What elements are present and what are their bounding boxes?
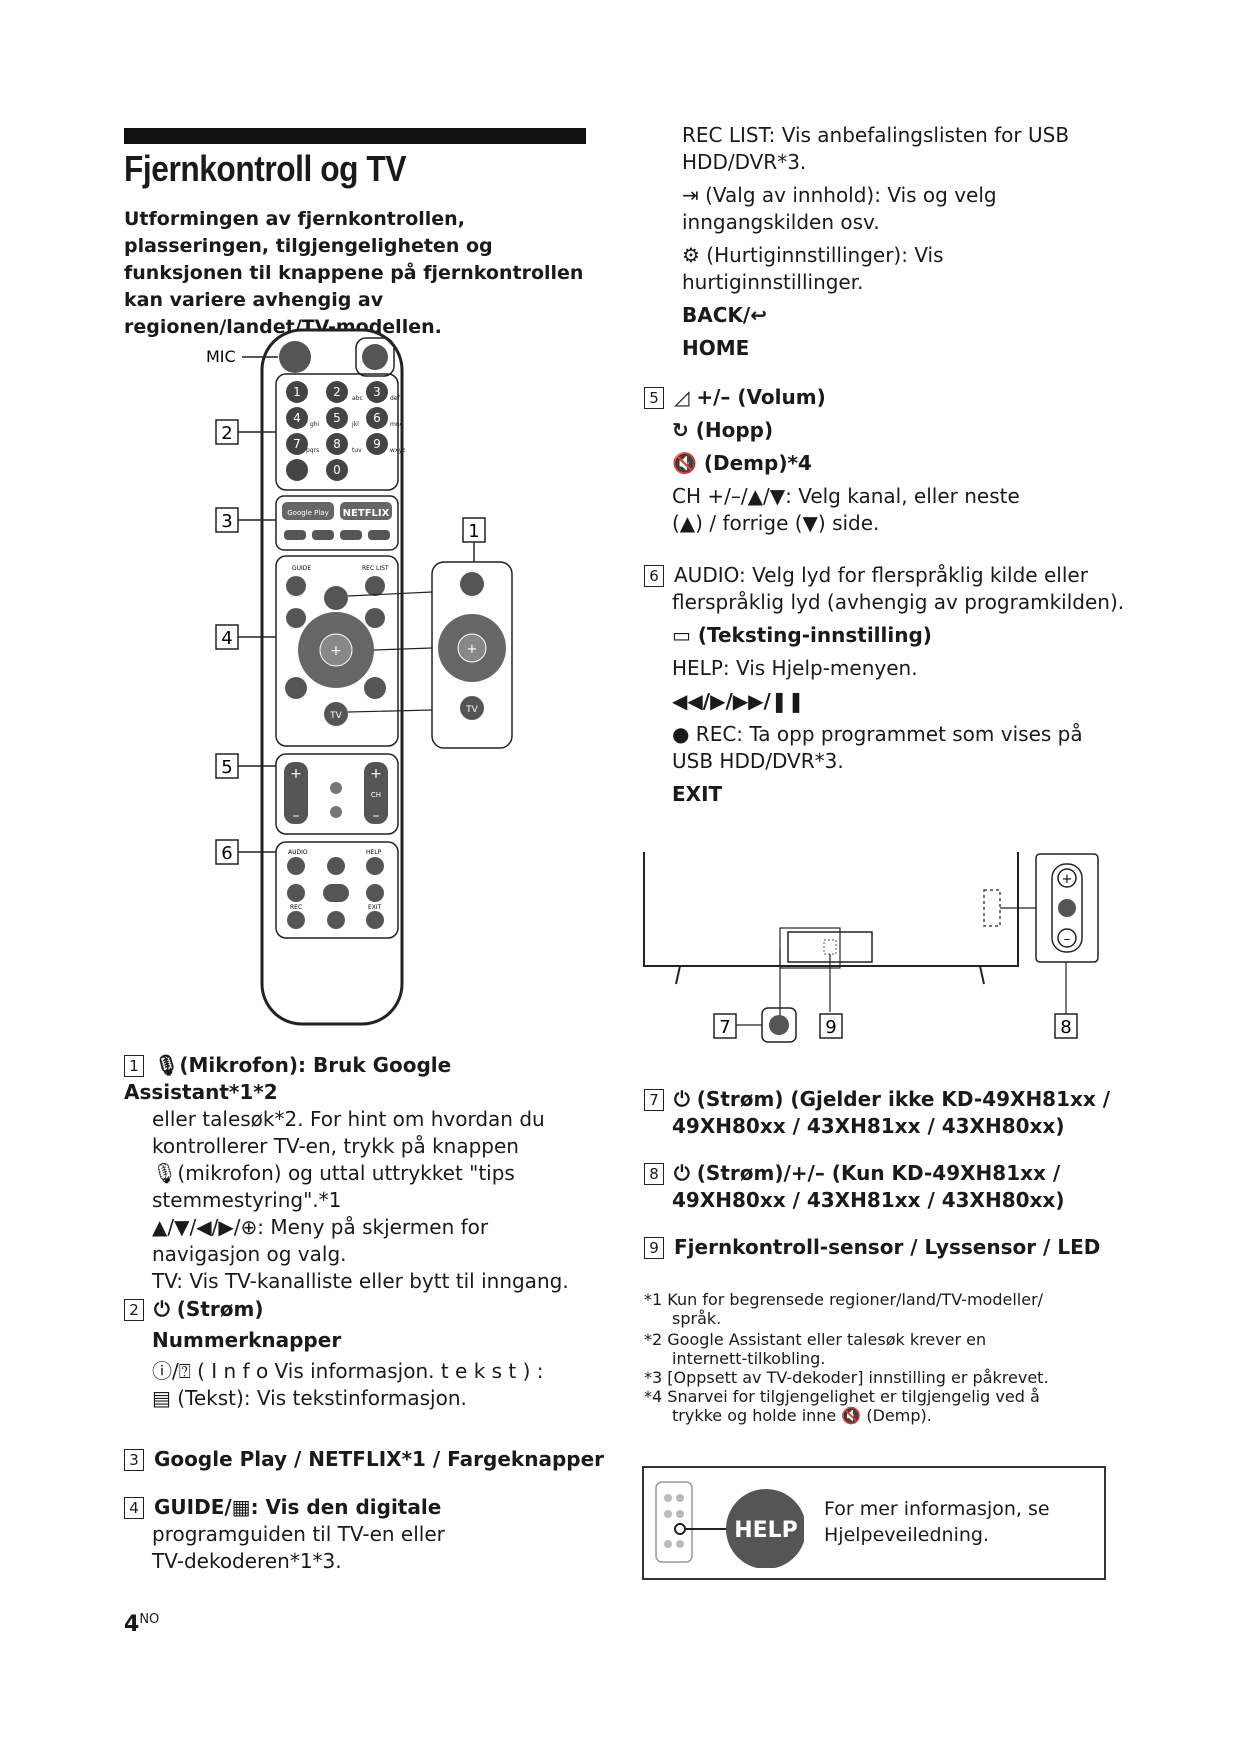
svg-text:GUIDE: GUIDE (292, 565, 311, 572)
svg-text:–: – (293, 808, 300, 824)
svg-text:wxyz: wxyz (390, 447, 405, 454)
svg-text:+: + (1062, 872, 1073, 887)
svg-text:CH: CH (371, 791, 381, 799)
svg-text:TV: TV (465, 705, 478, 715)
callout-8: 8 (1060, 1017, 1071, 1038)
key-6: 6 (373, 411, 381, 425)
svg-text:tuv: tuv (352, 447, 362, 454)
svg-text:abc: abc (352, 395, 363, 402)
item-9-num: 9 (644, 1237, 664, 1259)
help-box: HELP For mer informasjon, se Hjelpeveile… (642, 1466, 1106, 1580)
item-3-num: 3 (124, 1449, 144, 1471)
page-title: Fjernkontroll og TV (124, 148, 407, 189)
volume-rocker-icon (284, 762, 308, 824)
tv-diagram: + – 7 9 8 (643, 852, 1099, 1043)
help-box-line-1: For mer informasjon, se (824, 1498, 1050, 1520)
channel-rocker-icon (364, 762, 388, 824)
help-box-line-2: Hjelpeveiledning. (824, 1524, 989, 1546)
key-7: 7 (293, 437, 301, 451)
settings-key-icon (365, 608, 385, 628)
item-2: 2⏻ (Strøm) Nummerknapper ⓘ/⍰ ( I n f o V… (124, 1296, 594, 1412)
callout-4: 4 (221, 628, 232, 649)
svg-text:+: + (330, 643, 342, 659)
google-play-key: Google Play (287, 509, 329, 517)
remote-control-diagram: MIC 1 2 3 4 5 6 7 8 9 0 abc def ghi jkl … (206, 328, 513, 1026)
right-top-block: REC LIST: Vis anbefalingslisten for USB … (682, 123, 1070, 360)
input-key-icon (286, 608, 306, 628)
callout-3: 3 (221, 511, 232, 532)
svg-text:–: – (373, 808, 380, 824)
mic-label: MIC (206, 347, 236, 366)
callout-9: 9 (825, 1017, 836, 1038)
item-8: 8⏻ (Strøm)/+/– (Kun KD-49XH81xx / 49XH80… (644, 1160, 1204, 1214)
callout-2: 2 (221, 423, 232, 444)
svg-text:ghi: ghi (310, 421, 320, 428)
svg-text:+: + (290, 766, 302, 782)
key-4: 4 (293, 411, 301, 425)
svg-text:def: def (390, 395, 401, 402)
svg-text:REC LIST: REC LIST (362, 565, 389, 572)
tv-power-key-icon (1058, 899, 1076, 917)
key-8: 8 (333, 437, 341, 451)
item-1-num: 1 (124, 1055, 144, 1077)
key-3: 3 (373, 385, 381, 399)
help-remote-icon: HELP (655, 1481, 804, 1568)
key-1: 1 (293, 385, 301, 399)
callout-7: 7 (719, 1017, 730, 1038)
svg-text:+: + (467, 642, 478, 657)
item-2-num: 2 (124, 1299, 144, 1321)
svg-text:AUDIO: AUDIO (288, 849, 308, 856)
callout-1: 1 (468, 521, 479, 542)
item-5: 5◿ +/– (Volum) ↻ (Hopp) 🔇 (Demp)*4 CH +/… (644, 384, 1164, 537)
svg-text:TV: TV (329, 711, 342, 721)
home-key-icon (364, 677, 386, 699)
tv-key-icon (324, 702, 348, 726)
item-7-num: 7 (644, 1089, 664, 1111)
netflix-key: NETFLIX (343, 508, 390, 519)
mute-key-icon (330, 806, 342, 818)
callout-6: 6 (221, 843, 232, 864)
help-badge-icon (726, 1489, 804, 1568)
intro-text: Utformingen av fjernkontrollen, plasseri… (124, 208, 584, 338)
svg-text:REC: REC (290, 904, 302, 911)
callout-5: 5 (221, 757, 232, 778)
item-5-num: 5 (644, 387, 664, 409)
key-5: 5 (333, 411, 341, 425)
item-7: 7⏻ (Strøm) (Gjelder ikke KD-49XH81xx / 4… (644, 1086, 1204, 1140)
mic-icon (279, 341, 311, 373)
svg-text:HELP: HELP (734, 1518, 798, 1543)
key-2: 2 (333, 385, 341, 399)
item-1: 1🎙(Mikrofon): Bruk Google Assistant*1*2 … (124, 1053, 569, 1293)
item-6-num: 6 (644, 565, 664, 587)
svg-text:EXIT: EXIT (368, 904, 382, 911)
key-9: 9 (373, 437, 381, 451)
svg-text:jkl: jkl (351, 421, 359, 428)
svg-text:+: + (370, 766, 382, 782)
svg-text:pqrs: pqrs (306, 447, 319, 454)
mic-key-icon (324, 586, 348, 610)
key-0: 0 (333, 463, 341, 477)
rec-list-key-icon (365, 576, 385, 596)
page-number: 4NO (124, 1612, 160, 1637)
back-key-icon (285, 677, 307, 699)
footnotes: *1 Kun for begrensede regioner/land/TV-m… (644, 1290, 1049, 1425)
svg-text:HELP: HELP (366, 849, 382, 856)
power-icon (362, 344, 388, 370)
title-rule (124, 128, 586, 144)
jump-key-icon (330, 782, 342, 794)
svg-text:mno: mno (390, 421, 404, 428)
item-8-num: 8 (644, 1163, 664, 1185)
guide-key-icon (286, 576, 306, 596)
item-4-num: 4 (124, 1497, 144, 1519)
svg-text:–: – (1064, 932, 1071, 947)
